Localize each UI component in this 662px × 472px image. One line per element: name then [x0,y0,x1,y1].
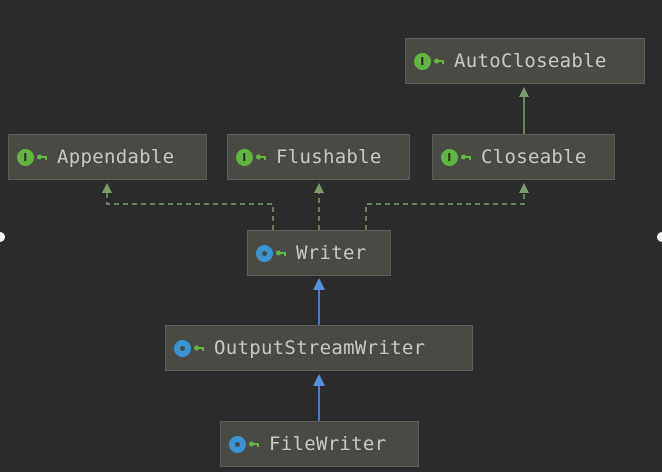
node-autocloseable[interactable]: I AutoCloseable [405,38,645,84]
node-filewriter[interactable]: FileWriter [220,421,419,467]
key-icon [275,247,287,259]
interface-badge-icon: I [441,148,458,166]
class-badge-icon [174,339,191,357]
node-writer[interactable]: Writer [247,230,391,276]
class-badge-icon [256,244,273,262]
node-label: FileWriter [269,433,387,455]
edge-writer-appendable [102,183,274,230]
interface-badge-icon: I [414,52,431,70]
node-label: AutoCloseable [454,50,607,72]
key-icon [36,151,48,163]
node-label: OutputStreamWriter [214,337,426,359]
node-closeable[interactable]: I Closeable [432,134,615,180]
interface-badge-icon: I [236,148,253,166]
node-label: Writer [296,242,367,264]
key-icon [193,342,205,354]
left-edge-dot [0,232,5,242]
key-icon [460,151,472,163]
class-badge-icon [229,435,246,453]
key-icon [255,151,267,163]
node-label: Closeable [481,146,587,168]
key-icon [248,438,260,450]
node-outputstreamwriter[interactable]: OutputStreamWriter [165,325,473,371]
key-icon [433,55,445,67]
node-label: Appendable [57,146,175,168]
edge-writer-closeable [365,183,529,230]
node-flushable[interactable]: I Flushable [227,134,410,180]
node-appendable[interactable]: I Appendable [8,134,207,180]
node-label: Flushable [276,146,382,168]
right-edge-dot [657,232,662,242]
interface-badge-icon: I [17,148,34,166]
